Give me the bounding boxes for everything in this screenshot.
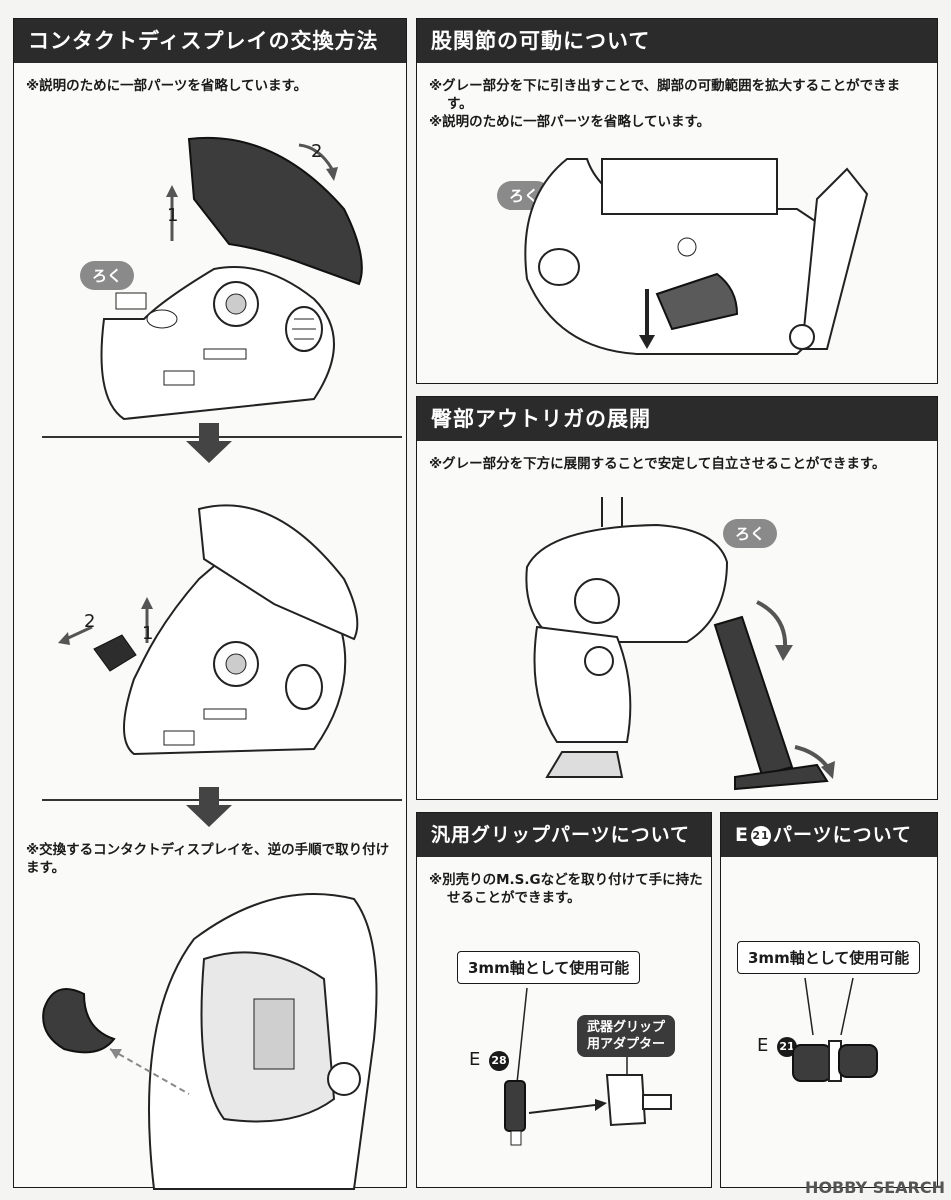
title-number-badge: 21 — [750, 825, 771, 846]
divider — [42, 799, 402, 801]
note-line: ※グレー部分を下に引き出すことで、脚部の可動範囲を拡大することができます。 — [429, 78, 901, 112]
panel-hip-joint: 股関節の可動について ※グレー部分を下に引き出すことで、脚部の可動範囲を拡大する… — [416, 18, 938, 384]
adapter-line-2: 用アダプター — [587, 1037, 666, 1052]
step-2-label-b: 2 — [84, 611, 96, 632]
note-outrigger: ※グレー部分を下方に展開することで安定して自立させることができます。 — [429, 455, 924, 473]
step-2-label: 2 — [311, 141, 323, 162]
watermark: HOBBY SEARCH — [805, 1178, 945, 1197]
panel-title: 股関節の可動について — [417, 19, 937, 63]
character-tag: ろく — [80, 261, 135, 290]
step-1-label: 1 — [167, 205, 179, 226]
note-reattach: ※交換するコンタクトディスプレイを、逆の手順で取り付けます。 — [26, 842, 390, 876]
adapter-line-1: 武器グリップ — [587, 1020, 666, 1035]
divider — [42, 436, 402, 438]
head-open-illustration — [100, 136, 363, 421]
hip-illustration — [524, 158, 869, 355]
panel-title: コンタクトディスプレイの交換方法 — [14, 19, 406, 63]
panel-title: 臀部アウトリガの展開 — [417, 397, 937, 441]
part-letter: E — [757, 1035, 769, 1056]
note-omitted: ※説明のために一部パーツを省略しています。 — [26, 78, 308, 94]
grip-illustration — [504, 987, 672, 1146]
step-1-label-b: 1 — [142, 623, 154, 644]
part-number-badge: 28 — [489, 1051, 509, 1071]
helmet-interior-illustration — [42, 893, 378, 1190]
note-hip-1: ※グレー部分を下に引き出すことで、脚部の可動範囲を拡大することができます。 ※説… — [429, 77, 924, 131]
panel-contact-display: コンタクトディスプレイの交換方法 ※説明のために一部パーツを省略しています。 ろ… — [13, 18, 407, 1190]
part-letter: E — [469, 1049, 481, 1070]
outrigger-illustration — [525, 497, 835, 791]
down-arrow-icon — [186, 423, 232, 463]
panel-title: 汎用グリップパーツについて — [417, 813, 711, 857]
shaft-usage-box: 3mm軸として使用可能 — [737, 941, 921, 974]
note-line: ※グレー部分を下方に展開することで安定して自立させることができます。 — [429, 456, 886, 472]
display-removal-illustration — [58, 504, 359, 756]
note-line: ※別売りのM.S.Gなどを取り付けて手に持たせることができます。 — [429, 872, 703, 906]
note-line: ※説明のために一部パーツを省略しています。 — [429, 114, 711, 130]
title-letter: E — [735, 824, 749, 846]
note-grip: ※別売りのM.S.Gなどを取り付けて手に持たせることができます。 — [429, 871, 704, 907]
shaft-usage-box: 3mm軸として使用可能 — [457, 951, 641, 984]
down-arrow-icon — [186, 787, 232, 827]
part-number-badge: 21 — [777, 1037, 797, 1057]
adapter-label: 武器グリップ 用アダプター — [577, 1015, 676, 1057]
panel-grip: 汎用グリップパーツについて ※別売りのM.S.Gなどを取り付けて手に持たせること… — [416, 812, 712, 1188]
panel-outrigger: 臀部アウトリガの展開 ※グレー部分を下方に展開することで安定して自立させることが… — [416, 396, 938, 800]
title-rest: パーツについて — [772, 824, 913, 846]
e21-part-illustration — [792, 977, 878, 1082]
character-tag: ろく — [723, 519, 778, 548]
